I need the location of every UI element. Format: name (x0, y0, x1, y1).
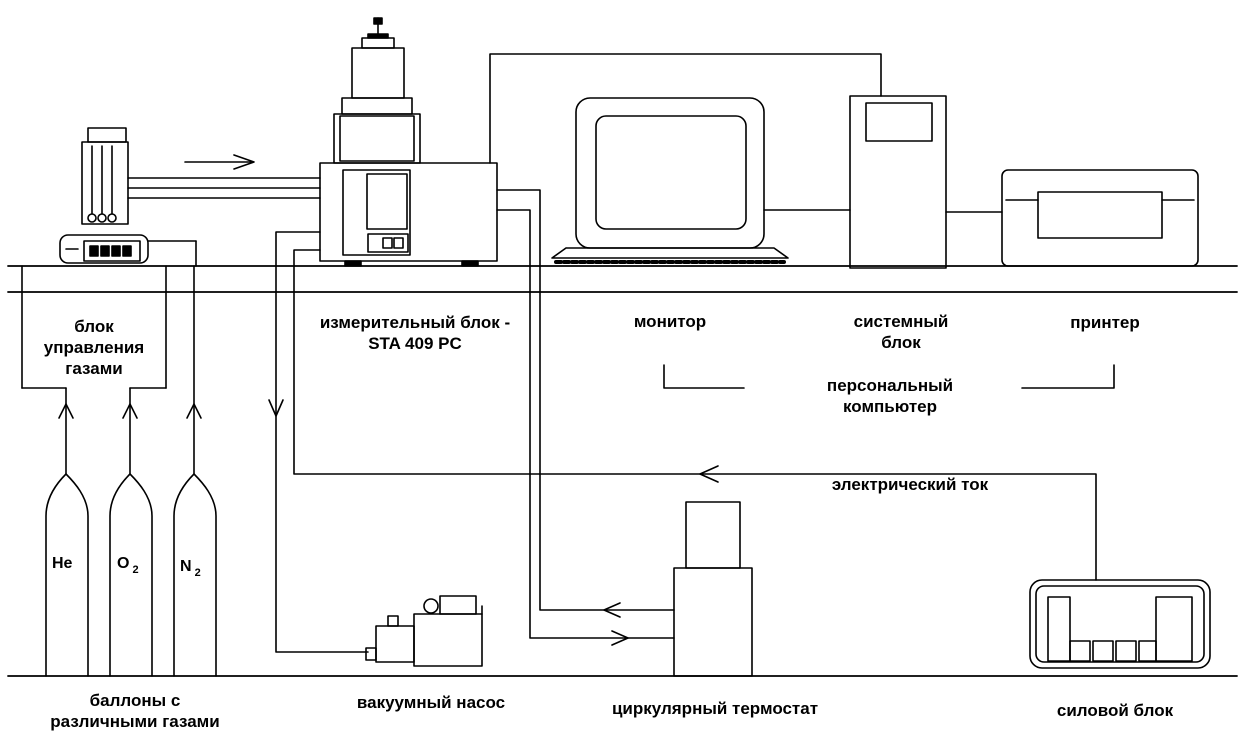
gas-control-label-line1: блок (74, 317, 114, 336)
system-unit-label: системный блок (836, 311, 966, 353)
pc-label: персональный компьютер (800, 375, 980, 417)
gas-control-label-line2: управления (43, 338, 145, 357)
measuring-unit-label: измерительный блок - STA 409 PC (300, 312, 530, 354)
vacuum-pump-label: вакуумный насос (356, 693, 506, 712)
electric-current-label: электрический ток (831, 475, 989, 494)
cylinder-o2 (109, 473, 153, 677)
table-shelf (7, 265, 1238, 293)
cylinder-he (45, 473, 89, 677)
system-unit (849, 95, 947, 269)
circulating-thermostat (673, 501, 753, 677)
printer-label: принтер (1070, 313, 1140, 332)
vacuum-line (268, 231, 369, 653)
cylinder-feed-lines (21, 265, 202, 475)
gas-supply-lines (127, 177, 321, 199)
printer (1001, 169, 1199, 267)
gas-n2-subscript: 2 (194, 567, 201, 579)
gas-he-label: He (52, 555, 72, 573)
gas-control-unit (59, 127, 197, 267)
gas-control-label: блок управления газами (22, 316, 166, 379)
pc-label-line1: персональный (826, 376, 954, 395)
system-unit-label-line2: блок (881, 333, 921, 352)
cylinders-label-line1: баллоны с (89, 691, 181, 710)
measuring-unit-label-line1: измерительный блок - (319, 313, 511, 332)
coolant-lines (496, 189, 675, 646)
monitor (551, 97, 789, 264)
vacuum-pump (365, 595, 483, 667)
pc-bracket (663, 364, 1115, 389)
electric-current-line (293, 249, 1097, 581)
gas-o2-symbol: O (117, 555, 130, 572)
power-unit-label: силовой блок (1056, 701, 1174, 720)
power-unit (1029, 579, 1211, 669)
pc-label-line2: компьютер (843, 397, 937, 416)
gas-flow-arrow (184, 154, 255, 170)
gas-n2-symbol: N (180, 558, 192, 575)
data-cable (489, 53, 882, 164)
cylinders-label-line2: различными газами (50, 712, 220, 731)
cylinders-label: баллоны с различными газами (30, 690, 240, 732)
gas-control-label-line3: газами (65, 359, 123, 378)
monitor-label: монитор (633, 312, 707, 331)
gas-o2-subscript: 2 (132, 564, 139, 576)
gas-he-symbol: He (52, 555, 73, 572)
measuring-unit (319, 17, 498, 267)
system-unit-label-line1: системный (853, 312, 949, 331)
thermostat-label: циркулярный термостат (611, 699, 819, 718)
measuring-unit-label-line2: STA 409 PC (368, 334, 462, 353)
